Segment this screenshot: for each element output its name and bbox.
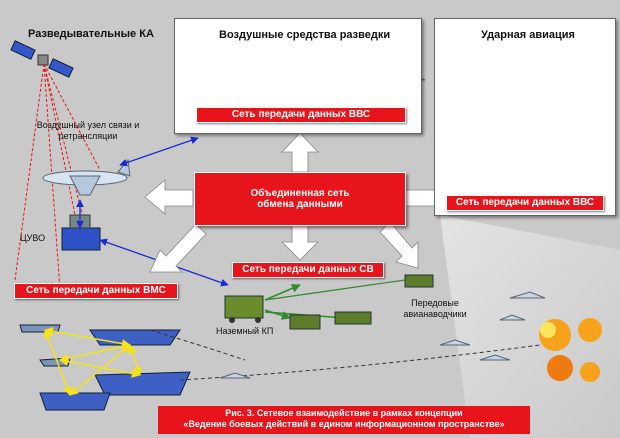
battlefield-explosions [539, 318, 602, 382]
figure-caption-line1: Рис. 3. Сетевое взаимодействие в рамках … [225, 408, 463, 418]
tsuvo-icon [61, 214, 101, 251]
unified-network-line1: Объединенная сеть [250, 188, 350, 199]
light-beam [440, 215, 620, 438]
air-recon-network-bar: Сеть передачи данных ВВС [196, 107, 406, 123]
ground-kp-icon [224, 295, 264, 323]
satellite-icon [10, 40, 74, 78]
vmf-network-bar: Сеть передачи данных ВМС [14, 283, 178, 299]
tsuvo-label: ЦУВО [20, 233, 46, 243]
unified-network-line2: обмена данными [257, 199, 343, 210]
unified-network-box: Объединенная сеть обмена данными [194, 172, 406, 226]
exchange-arrows [144, 132, 456, 273]
naval-ships [19, 324, 191, 411]
forward-controllers-label: Передовые авианаводчики [403, 298, 467, 319]
satellite-links [14, 63, 101, 291]
relay-node-label: Воздушный узел связи и ретрансляции [36, 120, 140, 141]
air-recon-title: Воздушные средства разведки [219, 29, 391, 41]
strike-panel: Ударная авиация [434, 18, 616, 216]
strike-title: Ударная авиация [481, 29, 575, 41]
battlefield-drones [219, 291, 546, 379]
kp-controllers-link [264, 279, 406, 301]
figure-caption-line2: «Ведение боевых действий в едином информ… [183, 419, 505, 429]
strike-network-bar: Сеть передачи данных ВВС [446, 195, 604, 211]
naval-links [43, 326, 142, 396]
figure-caption: Рис. 3. Сетевое взаимодействие в рамках … [158, 406, 530, 434]
recon-satellites-title: Разведывательные КА [28, 28, 154, 40]
ship-fire-path [179, 344, 541, 381]
ground-kp-label: Наземный КП [216, 326, 274, 336]
relay-link [119, 136, 199, 167]
relay-aircraft-icon [42, 158, 131, 196]
sv-network-bar: Сеть передачи данных СВ [232, 262, 384, 278]
ship-kp-path [149, 329, 246, 361]
ground-vehicles [289, 274, 434, 330]
